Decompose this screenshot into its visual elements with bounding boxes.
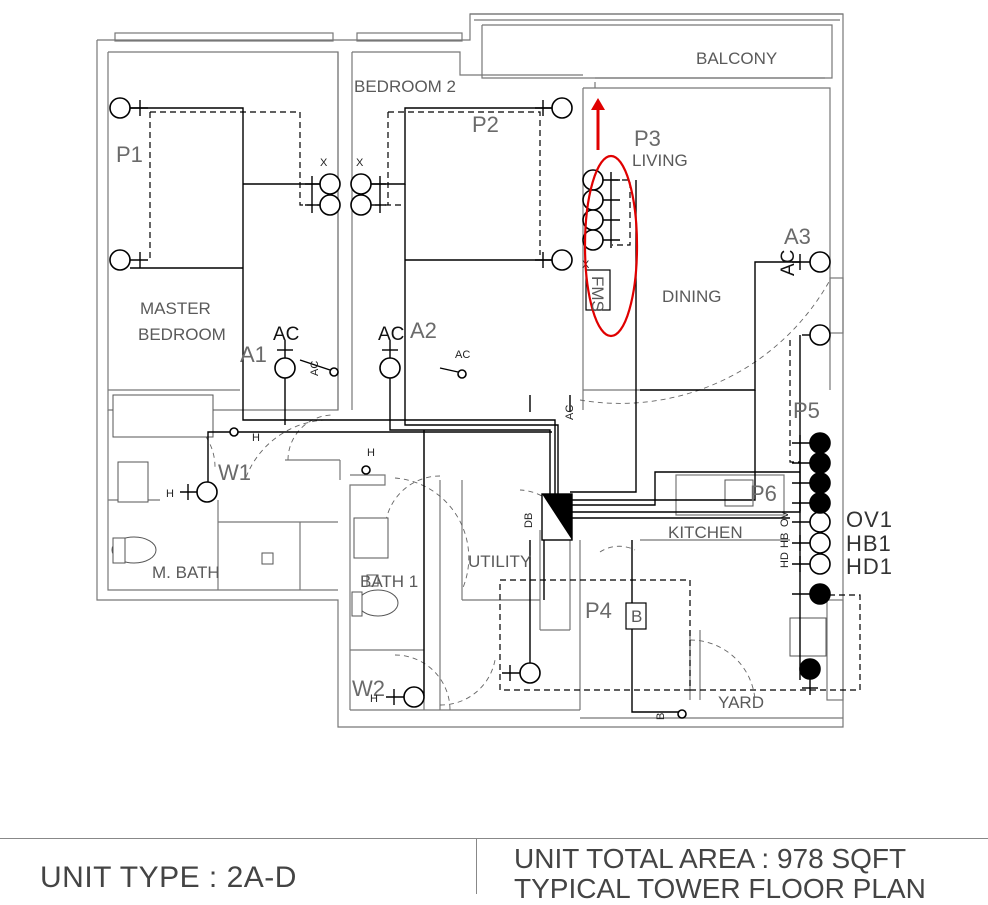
filled-outlets [792, 432, 831, 695]
room-label-master-bath: M. BATH [152, 563, 220, 582]
switch-a2-small [439, 367, 467, 379]
fixtures [111, 394, 827, 657]
outlet-p2-top [535, 97, 573, 119]
outlet-ov1 [792, 511, 831, 533]
hb-label: HB [779, 533, 791, 548]
room-label-kitchen: KITCHEN [668, 523, 743, 542]
h-label-4: H [370, 693, 378, 705]
outlet-wall-left: X [305, 157, 341, 216]
ac-label-a2: AC [378, 324, 404, 345]
point-label-p5: P5 [793, 398, 820, 423]
room-label-utility: UTILITY [468, 552, 531, 571]
ac-small-label-1: AC [309, 361, 321, 376]
point-label-w1: W1 [218, 460, 251, 485]
room-labels: BALCONY BEDROOM 2 LIVING DINING MASTER B… [138, 49, 777, 712]
switch-a1-small [299, 359, 339, 377]
hd-label: HD [779, 552, 791, 568]
outlet-a1 [274, 340, 296, 379]
point-labels: P1 P2 P3 P4 P5 P6 A1 A2 A3 W1 W2 [116, 112, 820, 701]
walls [96, 13, 844, 728]
outlet-hd1 [792, 553, 831, 575]
room-label-yard: YARD [718, 693, 764, 712]
ac-label-a1: AC [273, 324, 299, 345]
h-label-1: H [252, 432, 260, 444]
outlet-w1 [180, 481, 218, 503]
point-label-p2: P2 [472, 112, 499, 137]
outlet-p3-group: X [582, 169, 620, 271]
legend-ov1: OV1 [846, 507, 893, 532]
point-label-p1: P1 [116, 142, 143, 167]
h-label-3: H [166, 488, 174, 500]
point-label-w2: W2 [352, 676, 385, 701]
room-label-master-2: BEDROOM [138, 325, 226, 344]
switch-h1 [229, 427, 239, 437]
svg-text:X: X [320, 157, 328, 169]
point-label-a1: A1 [240, 342, 267, 367]
ov-label: OV [779, 510, 791, 527]
ac-small-label-2: AC [455, 349, 470, 361]
dashed-circuits [149, 111, 861, 691]
title-block: UNIT TYPE : 2A-D UNIT TOTAL AREA : 978 S… [0, 838, 988, 904]
unit-type-label: UNIT TYPE : 2A-D [40, 861, 297, 894]
point-label-a2: A2 [410, 318, 437, 343]
distribution-board [541, 493, 573, 541]
point-label-p4: P4 [585, 598, 612, 623]
b-small-label: B [655, 713, 667, 720]
outlets: X X X [109, 97, 831, 719]
switch-b [677, 709, 687, 719]
legend-hd1: HD1 [846, 554, 893, 579]
outlet-w2 [386, 686, 425, 708]
outlet-p5-top [802, 324, 831, 346]
symbol-labels: AC AC AC AC AC AC H H H H DB FMS B B HD … [166, 250, 799, 720]
outlet-hb1 [792, 532, 831, 554]
total-area-label: UNIT TOTAL AREA : 978 SQFT [514, 843, 907, 874]
room-label-bath1: BATH 1 [360, 572, 418, 591]
outlet-a3 [792, 251, 831, 273]
room-label-living: LIVING [632, 151, 688, 170]
typical-plan-label: TYPICAL TOWER FLOOR PLAN [514, 873, 926, 904]
title-divider [476, 839, 477, 894]
outlet-p1-bottom [109, 249, 148, 271]
room-label-bedroom2: BEDROOM 2 [354, 77, 456, 96]
fms-label: FMS [588, 276, 607, 312]
svg-text:X: X [356, 157, 364, 169]
room-label-dining: DINING [662, 287, 722, 306]
legend: OV1 HB1 HD1 [846, 507, 893, 579]
ac-small-label-3: AC [564, 405, 576, 420]
outlet-wall-right: X [350, 157, 386, 216]
outlet-a2 [379, 340, 401, 379]
b-label: B [631, 607, 642, 626]
outlet-p2-bottom [535, 249, 573, 271]
outlet-p1-top [109, 97, 148, 119]
db-label: DB [523, 513, 535, 528]
b-box [625, 602, 647, 630]
legend-hb1: HB1 [846, 531, 892, 556]
room-label-balcony: BALCONY [696, 49, 777, 68]
red-annotation [583, 98, 639, 338]
room-label-master-1: MASTER [140, 299, 211, 318]
outlet-p4 [502, 662, 541, 684]
switch-h2 [361, 465, 371, 475]
ac-label-a3: AC [778, 250, 799, 276]
point-label-p3: P3 [634, 126, 661, 151]
point-label-a3: A3 [784, 224, 811, 249]
h-label-2: H [367, 447, 375, 459]
point-label-p6: P6 [750, 481, 777, 506]
